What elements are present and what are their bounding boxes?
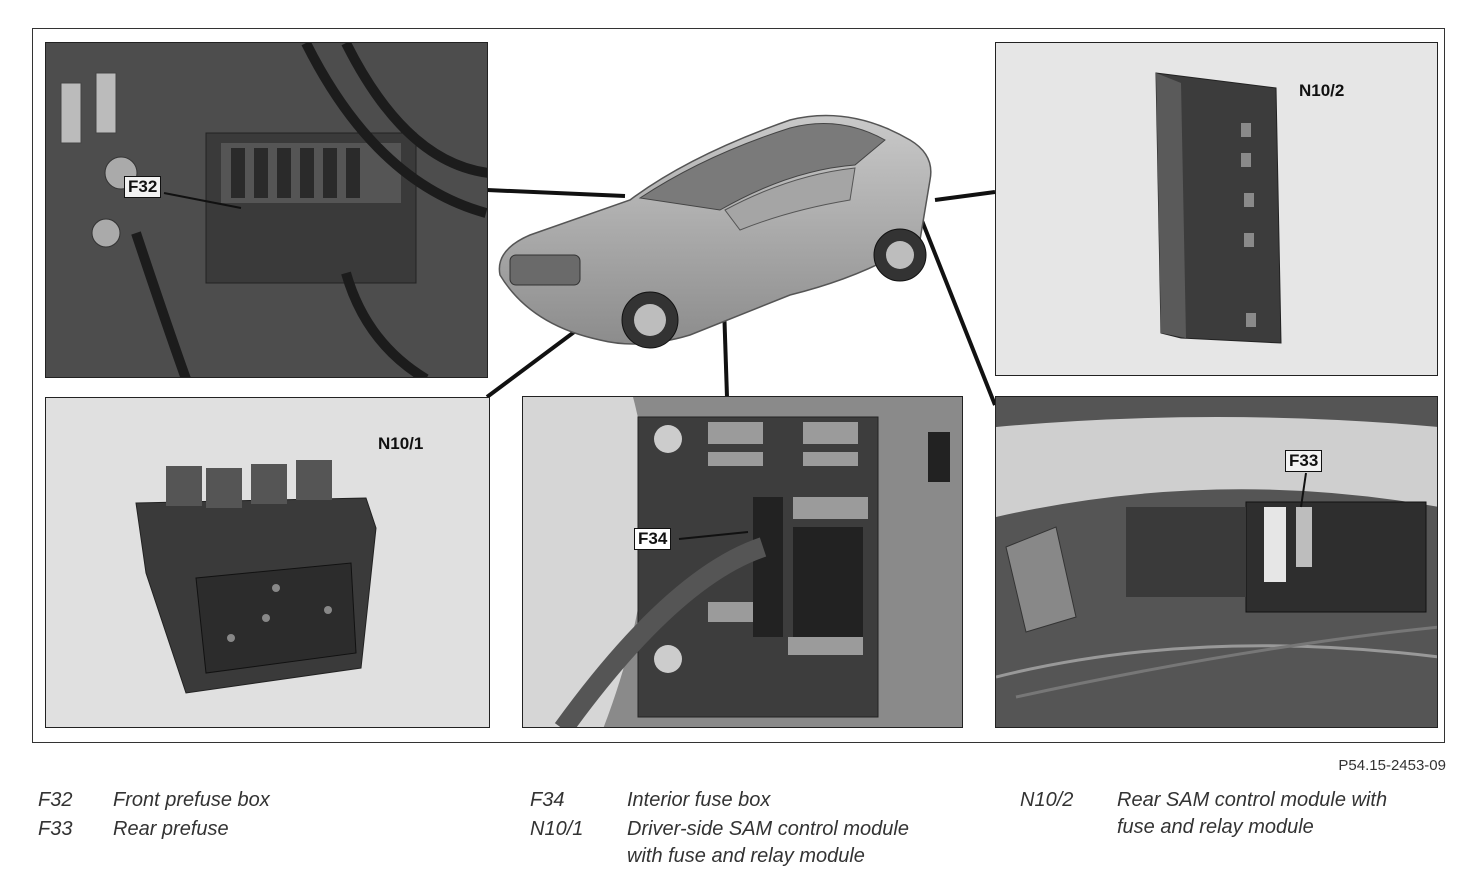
photo-n10-2-rear-sam: N10/2 [995,42,1438,376]
n10-2-photo-illustration [996,43,1437,375]
f33-photo-illustration [996,397,1437,727]
f32-leader-line [163,192,242,209]
legend-code: F32 [38,789,73,811]
f34-leader-line [678,531,749,540]
legend-desc: Driver-side SAM control module [627,818,909,840]
photo-n10-1-driver-sam: N10/1 [45,397,490,728]
callout-n10-1: N10/1 [378,434,424,453]
legend-col-3: N10/2 Rear SAM control module with fuse … [1020,786,1460,846]
photo-f33-rear-prefuse: F33 [995,396,1438,728]
f34-photo-illustration [523,397,962,727]
n10-1-photo-illustration [46,398,489,727]
legend-desc: Front prefuse box [113,789,270,811]
callout-n10-2: N10/2 [1299,81,1345,100]
legend-desc: Rear SAM control module with [1117,789,1388,811]
f32-photo-illustration [46,43,487,377]
legend-desc: Interior fuse box [627,789,771,811]
car-illustration [498,114,932,349]
legend-desc: fuse and relay module [1117,816,1314,838]
photo-f34-interior-fuse: F34 [522,396,963,728]
legend-desc: Rear prefuse [113,818,229,840]
figure-frame [32,28,1445,743]
legend-code: F33 [38,818,73,840]
f33-leader-line [1300,472,1307,508]
legend-code: F34 [530,789,565,811]
legend-desc: with fuse and relay module [627,845,865,867]
callout-f32: F32 [124,176,162,198]
legend-col-1: F32 Front prefuse box F33 Rear prefuse [38,786,498,846]
legend-col-2: F34 Interior fuse box N10/1 Driver-side … [530,786,1000,871]
callout-f34: F34 [634,528,672,550]
legend-code: N10/2 [1020,789,1074,811]
photo-f32-front-prefuse: F32 [45,42,488,378]
legend-code: N10/1 [530,818,584,840]
figure-reference: P54.15-2453-09 [1338,757,1446,774]
callout-f33: F33 [1285,450,1323,472]
